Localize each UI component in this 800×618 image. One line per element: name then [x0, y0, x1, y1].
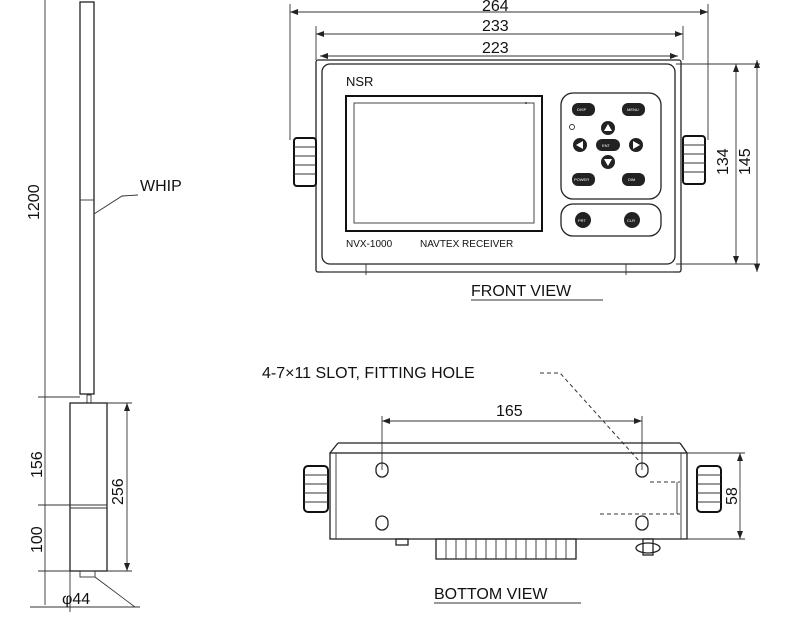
menu-key[interactable]: [622, 103, 645, 116]
dim-145: 145: [737, 148, 754, 175]
bottom-view-title: BOTTOM VIEW: [434, 586, 548, 603]
ent-key[interactable]: [596, 139, 620, 151]
slot-note: 4-7×11 SLOT, FITTING HOLE: [262, 365, 475, 382]
power-key[interactable]: [572, 173, 595, 186]
dim-156: 156: [29, 451, 46, 478]
slot-bottom-left: [375, 515, 389, 531]
right-arrow-icon: [633, 141, 640, 149]
front-knob-left: [293, 137, 317, 187]
svg-text:ENT: ENT: [602, 143, 611, 148]
product-label: NAVTEX RECEIVER: [420, 239, 513, 250]
dim-134: 134: [715, 148, 732, 175]
dim-44: φ44: [62, 591, 90, 608]
clr-key[interactable]: [624, 212, 640, 228]
front-knob-right: [682, 135, 706, 185]
bottom-view: 4-7×11 SLOT, FITTING HOLE 165: [262, 365, 745, 604]
svg-text:PRT: PRT: [578, 218, 586, 223]
svg-text:CLR: CLR: [627, 218, 635, 223]
bottom-knob-left: [303, 465, 329, 513]
svg-text:POWER: POWER: [574, 177, 589, 182]
prt-key[interactable]: [575, 212, 591, 228]
dim-58: 58: [724, 487, 741, 505]
left-arrow-icon: [576, 141, 583, 149]
slot-top-right: [635, 462, 649, 478]
disp-key[interactable]: [572, 103, 595, 116]
bottom-knob-right: [696, 465, 722, 513]
dim-256: 256: [110, 478, 127, 505]
slot-leader: [540, 372, 641, 463]
dimension-256: 256: [107, 402, 132, 572]
dimension-44: φ44: [30, 571, 140, 612]
dim-165: 165: [496, 403, 523, 420]
whip-leader: [93, 194, 139, 215]
heat-sink: [435, 538, 577, 560]
lower-key-panel: [560, 203, 662, 237]
whip-label: WHIP: [140, 178, 182, 195]
svg-text:1200: 1200: [26, 184, 43, 220]
dim-100: 100: [29, 526, 46, 553]
up-arrow-icon: [604, 124, 612, 131]
dim-233: 233: [482, 18, 509, 35]
model-label: NVX-1000: [346, 239, 393, 250]
dimension-1200: 1200: [26, 0, 80, 398]
dim-223: 223: [482, 40, 509, 57]
brand-label: NSR: [346, 74, 373, 89]
svg-text:DISP: DISP: [577, 107, 587, 112]
front-view-title: FRONT VIEW: [471, 283, 572, 300]
whip-antenna: [69, 1, 108, 578]
lcd-screen: [345, 95, 543, 232]
dim-key[interactable]: [622, 173, 645, 186]
slot-top-left: [375, 462, 389, 478]
keypad-panel: [560, 92, 662, 200]
front-view: 264 233 223 NSR NVX-1000 NAVTE: [289, 0, 760, 301]
slot-bottom-right: [635, 515, 649, 531]
svg-text:DIM: DIM: [628, 177, 635, 182]
wing-nut: [635, 538, 661, 556]
down-arrow-icon: [604, 159, 612, 166]
svg-text:MENU: MENU: [627, 107, 639, 112]
dimension-156-100: 156 100: [29, 397, 70, 605]
dim-264: 264: [482, 0, 509, 15]
